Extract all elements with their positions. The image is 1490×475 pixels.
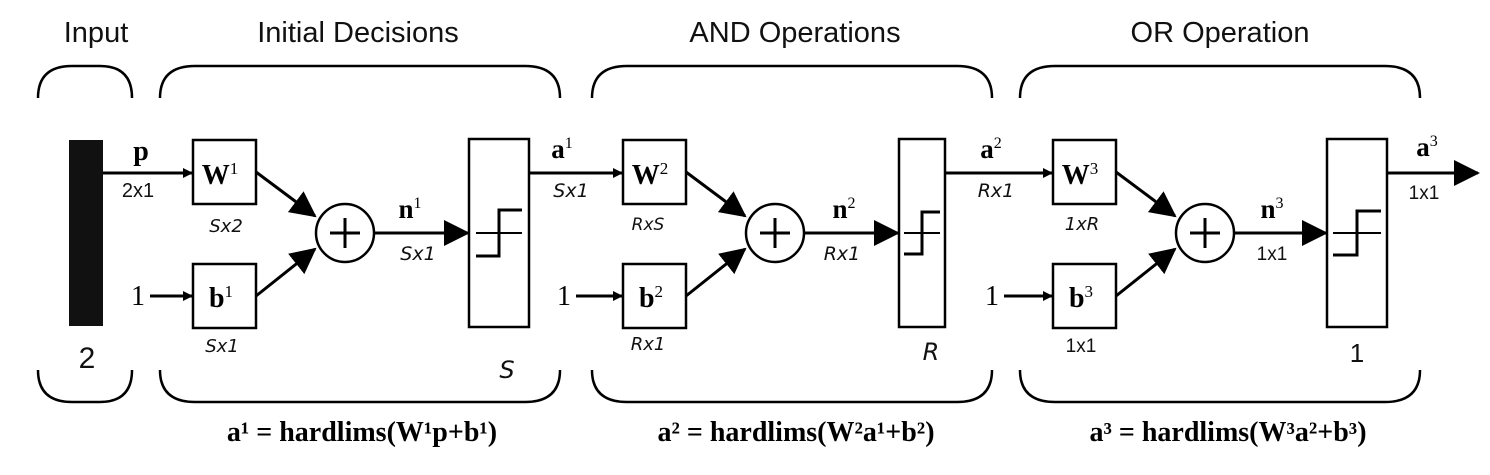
w1-label: W1: [202, 159, 239, 191]
layer2-neurons: R: [923, 338, 940, 366]
b3-dim: 1x1: [1066, 336, 1097, 357]
bottom-brace-and: [590, 369, 994, 404]
n3-label: n3: [1260, 194, 1283, 224]
w1-dim: Sx2: [209, 216, 243, 237]
header-input: Input: [64, 17, 129, 49]
w1-box: [191, 138, 258, 206]
a2-dim: Rx1: [978, 180, 1015, 202]
b3-label: b3: [1069, 282, 1093, 314]
layer1-neurons: S: [499, 356, 514, 384]
w2-label: W2: [632, 159, 669, 191]
equation-layer2: a² = hardlims(W²a¹+b²): [657, 417, 934, 448]
top-brace-input: [36, 64, 134, 99]
top-brace-initial: [158, 64, 562, 99]
w2-dim: RxS: [632, 215, 665, 235]
w3-dim: 1xR: [1065, 214, 1100, 235]
arrow-b3-sum: [1115, 247, 1177, 298]
n1-dim: Sx1: [400, 243, 435, 265]
bias1-one: 1: [131, 281, 145, 312]
a3-dim: 1x1: [1409, 183, 1440, 204]
arrow-w3-sum: [1115, 170, 1177, 218]
layer3-neurons: 1: [1350, 338, 1364, 368]
b1-box: [191, 262, 258, 330]
top-brace-and: [590, 64, 994, 99]
arrow-b1-sum: [255, 247, 317, 298]
top-brace-or: [1018, 64, 1422, 99]
a3-label: a3: [1416, 132, 1438, 162]
bottom-brace-or: [1018, 369, 1422, 404]
n3-dim: 1x1: [1257, 244, 1288, 265]
arrow-w1-sum: [255, 170, 317, 218]
arrow-w2-sum: [685, 170, 747, 218]
equation-layer1: a¹ = hardlims(W¹p+b¹): [227, 417, 497, 448]
hardlims3-step-icon: [1333, 209, 1381, 257]
header-initial-decisions: Initial Decisions: [257, 17, 458, 49]
n2-label: n2: [832, 194, 855, 224]
a1-label: a1: [551, 134, 573, 164]
b1-label: b1: [209, 282, 233, 314]
n1-label: n1: [398, 194, 421, 224]
hardlims2-step-icon: [904, 210, 940, 256]
w3-label: W3: [1062, 159, 1099, 191]
header-and-operations: AND Operations: [689, 17, 900, 49]
bias2-one: 1: [557, 281, 571, 312]
p-dim: 2x1: [122, 180, 154, 202]
n2-dim: Rx1: [824, 243, 861, 265]
bias3-one: 1: [985, 281, 999, 312]
b1-dim: Sx1: [205, 336, 239, 357]
equation-layer3: a³ = hardlims(W³a²+b³): [1089, 417, 1366, 448]
input-size-label: 2: [79, 342, 96, 375]
b3-box: [1051, 262, 1118, 330]
a2-label: a2: [980, 134, 1002, 164]
hardlims1-step-icon: [476, 208, 522, 258]
bottom-brace-input: [36, 369, 134, 404]
a1-dim: Sx1: [553, 180, 588, 202]
arrow-b2-sum: [685, 247, 747, 298]
b2-label: b2: [639, 282, 663, 314]
b2-dim: Rx1: [631, 334, 666, 355]
input-vector-bar: [69, 140, 103, 326]
p-label: p: [133, 136, 149, 167]
header-or-operation: OR Operation: [1131, 17, 1310, 49]
bottom-brace-initial: [158, 369, 562, 404]
b2-box: [621, 262, 688, 330]
